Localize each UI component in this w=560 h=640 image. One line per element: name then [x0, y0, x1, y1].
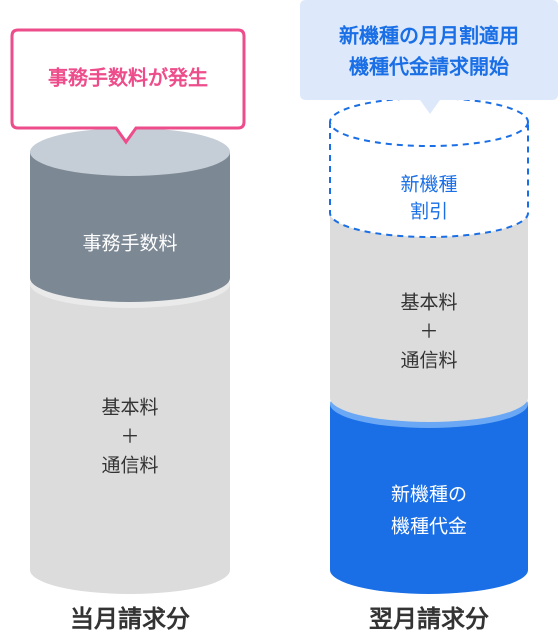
right-device-line2: 機種代金 — [391, 516, 467, 538]
right-caption: 翌月請求分 — [369, 605, 489, 633]
left-caption: 当月請求分 — [70, 605, 190, 633]
right-callout-bubble — [300, 0, 558, 114]
current-month-column: 事務手数料が発生 事務手数料 基本料 ＋ 通信料 当月請求分 — [10, 28, 246, 633]
right-base-label-line2: 通信料 — [400, 350, 457, 372]
right-base-label-plus: ＋ — [419, 321, 438, 343]
right-discount-segment — [329, 122, 529, 238]
right-discount-top — [329, 97, 529, 147]
left-base-label-line2: 通信料 — [101, 455, 158, 477]
right-discount-line2: 割引 — [410, 201, 448, 223]
right-callout-line1: 新機種の月月割適用 — [339, 24, 519, 48]
left-fee-label: 事務手数料 — [82, 233, 177, 255]
left-callout: 事務手数料が発生 — [10, 28, 246, 145]
right-callout-line2: 機種代金請求開始 — [349, 55, 509, 79]
right-base-segment — [330, 213, 528, 422]
left-fee-segment — [30, 152, 230, 302]
left-base-segment — [30, 285, 230, 594]
next-month-column: 新機種の月月割適用 機種代金請求開始 新機種 割引 基本料 ＋ 通信料 新機種の… — [300, 0, 558, 633]
right-base-label-line1: 基本料 — [400, 292, 457, 314]
left-base-label-plus: ＋ — [120, 426, 139, 448]
right-discount-line1: 新機種 — [400, 174, 457, 196]
left-callout-text: 事務手数料が発生 — [48, 66, 208, 90]
left-base-label-line1: 基本料 — [101, 397, 158, 419]
right-callout: 新機種の月月割適用 機種代金請求開始 — [300, 0, 558, 114]
left-fee-top — [30, 128, 230, 176]
right-device-segment — [330, 405, 528, 594]
left-callout-bubble — [10, 28, 246, 145]
right-device-line1: 新機種の — [391, 484, 467, 506]
